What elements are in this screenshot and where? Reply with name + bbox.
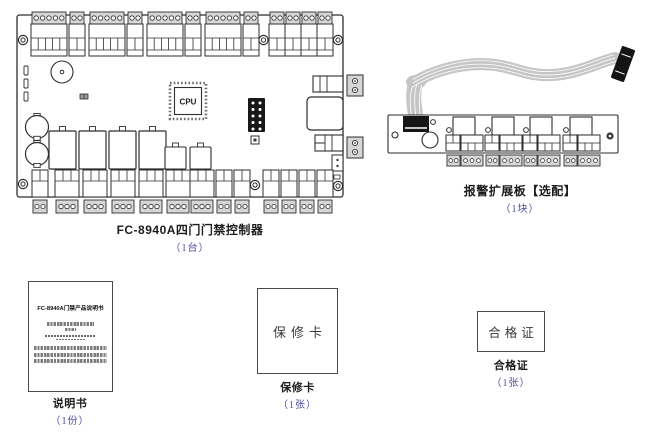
buzzer-icon [50,60,74,84]
warranty-caption: 保修卡 （1张） [250,379,345,411]
mock-text-line [33,346,108,350]
svg-text:CPU: CPU [180,98,197,107]
small-component [79,93,89,100]
expansion-board-illustration [387,46,635,167]
cable-end-connector [611,46,635,82]
certificate-name: 合格证 [493,360,529,372]
expansion-holes-buzzer [391,119,614,149]
certificate-illustration: 合格证 [477,311,545,352]
pin-header [248,98,265,132]
cpu-chip: CPU [168,81,208,121]
power-module [306,96,344,131]
status-leds [23,65,29,102]
capacitors [24,113,50,168]
warranty-card-text: 保修卡 [272,324,327,340]
mock-text-line [65,327,76,331]
expansion-name: 报警扩展板【选配】 [463,184,577,198]
alarm-relay-channels [445,116,601,167]
manual-caption: 说明书 （1份） [20,395,120,427]
controller-caption: FC-8940A四门门禁控制器 （1台） [40,221,340,254]
jumper-and-misc [250,135,344,180]
right-edge-connectors [312,74,364,159]
warranty-name: 保修卡 [280,382,315,394]
certificate-caption: 合格证 （1张） [465,357,557,389]
manual-cover-title: FC-8940A门禁产品说明书 [37,306,104,312]
manual-count: （1份） [50,416,90,427]
board-ribbon-socket [403,116,429,132]
controller-name: FC-8940A四门门禁控制器 [116,223,264,237]
manual-booklet-illustration: FC-8940A门禁产品说明书 [28,281,113,392]
mock-text-line [56,338,85,340]
expansion-caption: 报警扩展板【选配】 （1块） [420,182,620,215]
mock-text-line [33,352,108,357]
controller-board-illustration: CPU [16,11,364,214]
top-terminal-blocks [30,11,334,57]
manual-name: 说明书 [52,398,88,410]
bottom-terminal-blocks [31,169,334,214]
warranty-count: （1张） [278,400,317,411]
ribbon-cable [406,46,635,127]
certificate-text: 合格证 [488,326,538,340]
mock-text-line [33,359,108,363]
warranty-card-illustration: 保修卡 [257,288,338,374]
certificate-count: （1张） [491,378,531,389]
mock-text-line [47,322,94,326]
mock-text-line [44,335,97,337]
expansion-count: （1块） [500,204,540,215]
controller-count: （1台） [170,243,210,254]
